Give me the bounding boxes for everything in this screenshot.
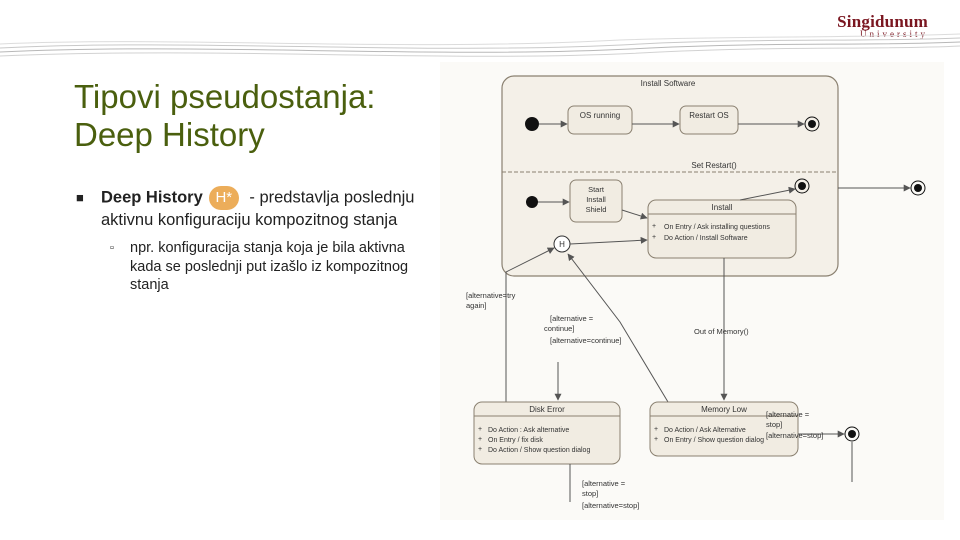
final-state-top — [804, 116, 820, 132]
install-action-2: Do Action / Install Software — [664, 235, 748, 242]
state-start-install-shield — [569, 179, 623, 223]
state-machine-diagram: Install Software OS running Restart OS S… — [440, 62, 944, 520]
transition-install-to-final — [739, 186, 796, 201]
state-os-running — [567, 105, 633, 135]
diagram-canvas: Install Software OS running Restart OS S… — [466, 75, 926, 510]
memory-low-bullet-2: + — [654, 436, 658, 443]
disk-stop-label-2: stop] — [582, 489, 598, 498]
try-again-label-1: [alternative=try — [466, 291, 516, 300]
transition-start-to-install — [621, 209, 648, 220]
final-state-outer-right — [910, 180, 926, 196]
disk-error-action-2: On Entry / fix disk — [488, 437, 543, 444]
logo-subtitle: University — [860, 29, 928, 39]
memory-stop-label-2: stop] — [766, 420, 782, 429]
state-disk-error — [473, 401, 621, 465]
memory-low-action-2: On Entry / Show question dialog — [664, 437, 764, 444]
continue-label-1: [alternative = — [550, 314, 594, 323]
state-os-running-label: OS running — [580, 111, 620, 120]
state-restart-os — [679, 105, 739, 135]
bullet-description: - predstavlja poslednju aktivnu konfigur… — [101, 188, 415, 229]
state-restart-os-label: Restart OS — [689, 111, 729, 120]
final-state-bottom-region — [794, 178, 810, 194]
memory-low-bullet-1: + — [654, 426, 658, 433]
composite-state-title: Install Software — [641, 79, 696, 88]
square-bullet-icon: ■ — [76, 190, 84, 205]
bullet-term: Deep History — [101, 188, 203, 207]
disk-error-bullet-1: + — [478, 426, 482, 433]
install-action-bullet-2: + — [652, 234, 656, 241]
title-line-1: Tipovi pseudostanja: — [74, 78, 376, 115]
bullet-deep-history: ■ Deep History H* - predstavlja poslednju… — [76, 186, 436, 231]
university-logo: Singidunum University — [837, 12, 928, 39]
transition-history-to-install — [569, 236, 648, 245]
memory-stop-label-1: [alternative = — [766, 410, 810, 419]
state-start-label-1: Start — [588, 185, 605, 194]
disk-error-action-3: Do Action / Show question dialog — [488, 447, 590, 454]
state-start-label-3: Shield — [586, 205, 607, 214]
hollow-square-bullet-icon: ▫ — [110, 242, 114, 254]
initial-state-top — [525, 117, 539, 131]
state-start-label-2: Install — [586, 195, 606, 204]
title-line-2: Deep History — [74, 116, 265, 153]
state-disk-error-label: Disk Error — [529, 405, 565, 414]
continue-label-3: [alternative=continue] — [550, 336, 622, 345]
disk-error-bullet-2: + — [478, 436, 482, 443]
transition-set-restart-label: Set Restart() — [691, 161, 737, 170]
final-state-stop — [844, 426, 860, 442]
logo-name: Singidunum — [837, 12, 928, 31]
deep-history-label: H — [559, 240, 565, 249]
install-action-1: On Entry / Ask installing questions — [664, 224, 770, 231]
disk-stop-label-3: [alternative=stop] — [582, 501, 639, 510]
disk-error-action-1: Do Action : Ask alternative — [488, 427, 569, 434]
out-of-memory-label: Out of Memory() — [694, 327, 749, 336]
initial-state-bottom — [526, 196, 538, 208]
bullet-list: ■ Deep History H* - predstavlja poslednju… — [76, 186, 436, 295]
page-title: Tipovi pseudostanja: Deep History — [74, 78, 375, 154]
memory-stop-label-3: [alternative=stop] — [766, 431, 823, 440]
deep-history-icon: H* — [208, 186, 239, 210]
disk-error-bullet-3: + — [478, 446, 482, 453]
memory-low-action-1: Do Action / Ask Alternative — [664, 427, 746, 434]
try-again-label-2: again] — [466, 301, 486, 310]
install-action-bullet-1: + — [652, 223, 656, 230]
transition-continue-memory — [567, 253, 681, 423]
disk-stop-label-1: [alternative = — [582, 479, 626, 488]
state-memory-low-label: Memory Low — [701, 405, 747, 414]
header-decoration — [0, 33, 960, 57]
state-install-label: Install — [712, 203, 733, 212]
continue-label-2: continue] — [544, 324, 574, 333]
sub-bullet-text: npr. konfiguracija stanja koja je bila a… — [130, 240, 409, 293]
sub-bullet-example: ▫ npr. konfiguracija stanja koja je bila… — [76, 239, 436, 295]
